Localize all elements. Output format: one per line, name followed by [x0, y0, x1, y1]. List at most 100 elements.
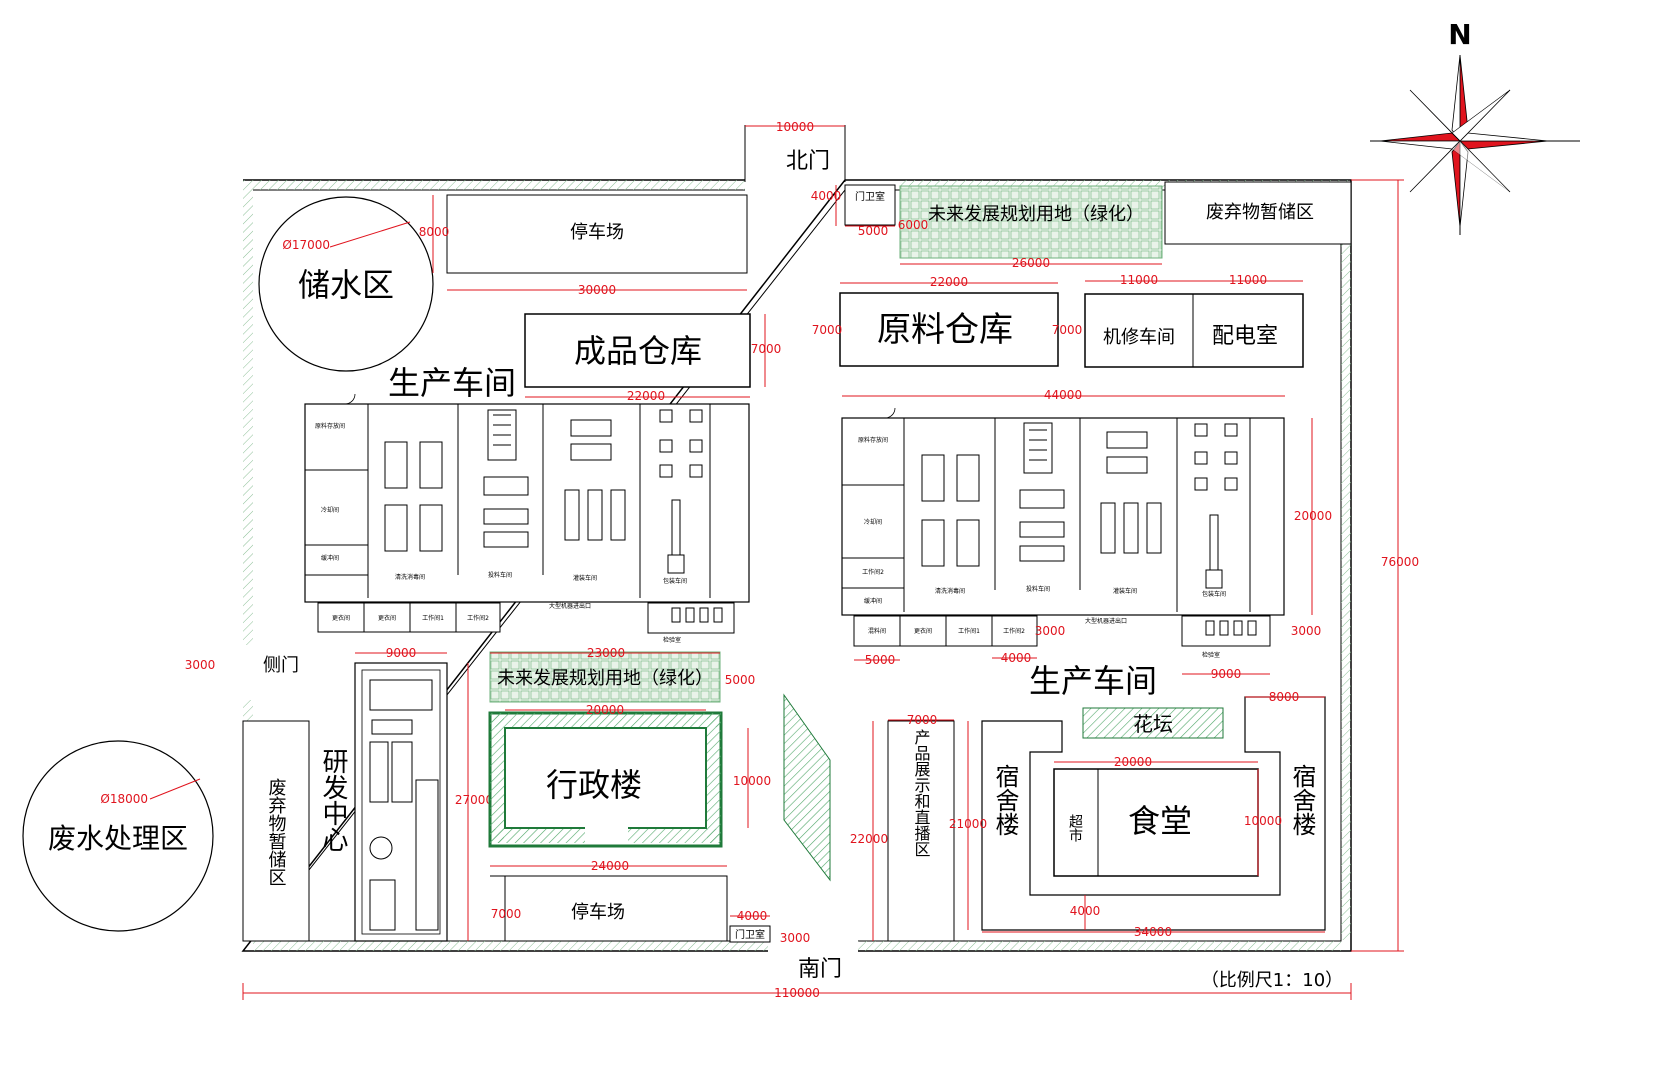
- supermarket-label: 超市: [1067, 814, 1083, 842]
- dim-showroom-h: 22000: [850, 832, 888, 846]
- future-land-mid: 未来发展规划用地（绿化） 23000 5000: [489, 646, 756, 703]
- production-right: 44000 原料存放间 冷却间 工作间2 缓冲间 清洗消毒间: [841, 388, 1332, 700]
- repair-workshop-label: 机修车间: [1103, 327, 1175, 348]
- dim-site-w: 110000: [774, 986, 820, 1000]
- north-gate: 10000 北门 门卫室 4000 5000: [744, 120, 896, 238]
- parking-south-label: 停车场: [571, 902, 625, 923]
- parking-south: 停车场 24000 7000: [490, 859, 728, 942]
- room-packing-r: 包装车间: [1202, 590, 1226, 598]
- side-gate-label: 侧门: [263, 655, 299, 676]
- room-changing-l: 更衣间: [378, 614, 396, 622]
- room-r-b4: 工作间2: [1003, 627, 1025, 635]
- room-filling-l: 灌装车间: [573, 574, 597, 582]
- dim-dorm-h: 21000: [949, 817, 987, 831]
- dim-parking-n-h: 8000: [419, 225, 450, 239]
- power-room-label: 配电室: [1212, 324, 1278, 349]
- dim-canteen-h: 10000: [1244, 814, 1282, 828]
- dim-rd-h: 27000: [455, 793, 493, 807]
- room-work2-l: 工作间2: [467, 614, 489, 622]
- compass-icon: N: [1370, 18, 1580, 235]
- dim-power-w: 11000: [1229, 273, 1267, 287]
- room-cleaning-l: 清洗消毒间: [395, 573, 425, 581]
- dim-prod-right-5000: 5000: [865, 653, 896, 667]
- showroom-label: 产品展示和直播区: [912, 729, 931, 857]
- dim-canteen-w: 20000: [1114, 755, 1152, 769]
- dim-guard-s-h: 3000: [780, 931, 811, 945]
- dim-future-mid-w: 23000: [587, 646, 625, 660]
- room-buffer-l: 缓冲间: [321, 554, 339, 562]
- room-packing-l: 包装车间: [663, 577, 687, 585]
- dim-future-n-h: 6000: [898, 218, 929, 232]
- room-cooling-l: 冷却间: [321, 506, 339, 514]
- raw-material-label: 原料仓库: [877, 310, 1013, 350]
- dim-repair-w: 11000: [1120, 273, 1158, 287]
- compass-north-label: N: [1448, 18, 1471, 51]
- dim-prod-right-3000b: 3000: [1291, 624, 1322, 638]
- dorm-right-label: 宿舍楼: [1288, 764, 1316, 836]
- admin-building: 20000 10000 行政楼: [488, 703, 771, 848]
- dim-repair-h: 7000: [1052, 323, 1083, 337]
- canteen-label: 食堂: [1128, 802, 1192, 840]
- room-raw-storage-l: 原料存放间: [315, 422, 345, 430]
- dim-future-mid-h: 5000: [725, 673, 756, 687]
- room-work2-r: 工作间2: [862, 568, 884, 576]
- north-gate-label: 北门: [786, 149, 830, 174]
- dim-parking-s-h: 7000: [491, 907, 522, 921]
- room-inspection-l: 检验室: [663, 636, 681, 644]
- dim-parking-s-w: 24000: [591, 859, 629, 873]
- rd-center: 9000 27000 研发中心: [318, 646, 493, 942]
- production-right-label: 生产车间: [1029, 662, 1157, 700]
- outlet-l: 大型机器进出口: [549, 602, 591, 610]
- dim-guard-s-w: 4000: [737, 909, 768, 923]
- room-raw-l-b: 更衣间: [332, 614, 350, 622]
- dim-warehouse-f-h: 7000: [751, 342, 782, 356]
- dim-living-w: 34000: [1134, 925, 1172, 939]
- dim-prod-right-w: 44000: [1044, 388, 1082, 402]
- showroom: 7000 22000 产品展示和直播区: [850, 713, 955, 942]
- dim-water-dia: Ø17000: [282, 238, 330, 252]
- dim-rd-w: 9000: [386, 646, 417, 660]
- dim-showroom-w: 7000: [907, 713, 938, 727]
- room-buffer-r: 缓冲间: [864, 597, 882, 605]
- dim-raw-h: 7000: [812, 323, 843, 337]
- dim-site-h: 76000: [1381, 555, 1419, 569]
- dim-prod-right-4000: 4000: [1001, 651, 1032, 665]
- dim-dorm-gap: 4000: [1070, 904, 1101, 918]
- dim-raw-w: 22000: [930, 275, 968, 289]
- dim-prod-right-3000a: 3000: [1035, 624, 1066, 638]
- rd-center-label: 研发中心: [318, 748, 348, 852]
- dim-side-gate: 3000: [185, 658, 216, 672]
- south-gate-label: 南门: [798, 957, 842, 982]
- dim-guard-n-w: 5000: [858, 224, 889, 238]
- living-area: 超市 食堂 20000 10000 8000 21000 4000 34000 …: [949, 690, 1326, 939]
- wastewater-label: 废水处理区: [48, 822, 188, 855]
- finished-goods-label: 成品仓库: [574, 332, 702, 370]
- future-land-mid-label: 未来发展规划用地（绿化）: [497, 668, 713, 689]
- flower-bed-label: 花坛: [1133, 712, 1173, 736]
- future-land-north-label: 未来发展规划用地（绿化）: [928, 204, 1144, 225]
- dim-dorm-right-w: 8000: [1269, 690, 1300, 704]
- scale-note: （比例尺1：10）: [1201, 970, 1343, 991]
- room-cleaning-r: 清洗消毒间: [935, 587, 965, 595]
- dim-prod-left-w: 22000: [627, 389, 665, 403]
- site-dimensions: 110000 76000 （比例尺1：10）: [242, 179, 1419, 1000]
- dorm-left-label: 宿舍楼: [991, 764, 1019, 836]
- waste-storage-w: 废弃物暂储区: [242, 720, 310, 942]
- room-raw-storage-r: 原料存放间: [858, 436, 888, 444]
- waste-storage-w-label: 废弃物暂储区: [266, 778, 287, 886]
- waste-storage-ne: 废弃物暂储区: [1164, 181, 1352, 245]
- room-r-b2: 更衣间: [914, 627, 932, 635]
- room-dispensing-r: 投料车间: [1026, 585, 1050, 593]
- dim-guard-n-h: 4000: [811, 189, 842, 203]
- dim-gate-width: 10000: [776, 120, 814, 134]
- production-left: 生产车间 22000 原料存放间 冷却间 缓冲间 清洗消毒间: [304, 364, 750, 644]
- flower-bed: 花坛: [1082, 707, 1224, 739]
- raw-material-warehouse: 原料仓库 22000 7000: [812, 275, 1059, 367]
- guard-room-north: 门卫室: [855, 190, 885, 203]
- room-dispensing-l: 投料车间: [488, 571, 512, 579]
- water-storage: 储水区 Ø17000: [258, 196, 434, 372]
- dim-admin-h: 10000: [733, 774, 771, 788]
- room-r-b1: 混料间: [868, 627, 886, 635]
- dim-prod-right-9000: 9000: [1211, 667, 1242, 681]
